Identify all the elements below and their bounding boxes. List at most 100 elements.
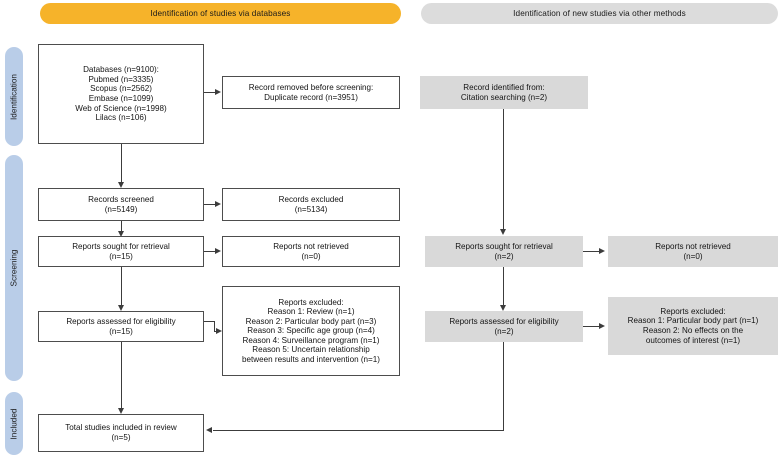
reports-not-retrieved-right-lines: Reports not retrieved (n=0) [612,242,774,261]
arrowhead-right-to-total [206,427,212,433]
phase-label-screening: Screening [9,249,19,287]
connector-sought-to-not-retrieved [204,251,216,252]
banner-identification-other-methods: Identification of new studies via other … [421,3,778,24]
records-identified-line: Record identified from: [463,82,545,92]
arrowhead-sources-to-screened [117,182,124,188]
box-reports-excluded-databases: Reports excluded: Reason 1: Review (n=1)… [222,286,400,376]
reports-assessed-right-line: Reports assessed for eligibility [449,316,559,326]
reports-not-retrieved-right-line: Reports not retrieved [655,241,731,251]
reports-excluded-right-line: Reports excluded: [660,306,726,316]
reports-excluded-line: Reports excluded: [278,297,344,307]
reports-sought-line: Reports sought for retrieval [72,241,170,251]
phase-pill-included: Included [5,392,23,455]
box-total-studies-included: Total studies included in review (n=5) [38,414,204,452]
box-records-excluded: Records excluded (n=5134) [222,188,400,221]
box-databases-sources: Databases (n=9100): Pubmed (n=3335) Scop… [38,44,204,144]
records-screened-line: (n=5149) [104,204,138,214]
arrowhead-assessed-to-excluded-right [599,323,605,329]
connector-assessed-to-excluded-h1 [204,321,215,322]
reports-excluded-line: Reason 4: Surveillance program (n=1) [242,335,380,345]
box-records-removed-before-screening: Record removed before screening: Duplica… [222,76,400,109]
banner-identification-databases: Identification of studies via databases [40,3,401,24]
connector-assessed-to-excluded-right [583,326,600,327]
reports-excluded-line: between results and intervention (n=1) [242,354,380,364]
reports-excluded-line: Reason 3: Specific age group (n=4) [247,326,375,336]
banner-databases-label: Identification of studies via databases [150,8,291,18]
removed-line: Record removed before screening: [248,82,374,92]
connector-right-to-total-h [213,430,504,431]
arrowhead-sought-to-assessed-right [499,305,506,311]
box-reports-not-retrieved-databases: Reports not retrieved (n=0) [222,236,400,267]
connector-sought-to-not-retrieved-right [583,251,600,252]
reports-sought-line: (n=15) [109,251,133,261]
connector-sought-to-assessed [121,267,122,307]
removed-line: Duplicate record (n=3951) [264,92,358,102]
reports-assessed-line: Reports assessed for eligibility [66,316,176,326]
reports-excluded-line: Reason 2: Particular body part (n=3) [245,316,377,326]
reports-sought-right-line: Reports sought for retrieval [455,241,553,251]
phase-pill-identification: Identification [5,47,23,146]
source-line: Embase (n=1099) [88,94,154,103]
reports-assessed-lines: Reports assessed for eligibility (n=15) [43,317,199,336]
reports-not-retrieved-line: (n=0) [301,251,321,261]
reports-assessed-line: (n=15) [109,326,133,336]
box-reports-excluded-other: Reports excluded: Reason 1: Particular b… [608,297,778,355]
reports-sought-right-line: (n=2) [494,251,514,261]
records-screened-lines: Records screened (n=5149) [43,195,199,214]
reports-not-retrieved-line: Reports not retrieved [273,241,349,251]
reports-excluded-right-line: outcomes of interest (n=1) [645,335,741,345]
reports-assessed-right-lines: Reports assessed for eligibility (n=2) [429,317,579,336]
arrowhead-screened-to-excluded [215,201,221,207]
reports-sought-right-lines: Reports sought for retrieval (n=2) [429,242,579,261]
source-line: Web of Science (n=1998) [75,103,167,113]
banner-other-methods-label: Identification of new studies via other … [513,8,686,18]
source-line: Databases (n=9100): [83,65,159,75]
records-removed-lines: Record removed before screening: Duplica… [227,83,395,102]
connector-assessed-to-excluded-v [214,321,215,331]
reports-excluded-right-line: Reason 2: No effects on the [642,326,744,335]
connector-sought-to-assessed-right [503,267,504,307]
arrowhead-sources-to-removed [215,89,221,95]
box-records-identified-citation: Record identified from: Citation searchi… [420,76,588,109]
source-line: Scopus (n=2562) [90,84,152,94]
reports-excluded-right-lines: Reports excluded: Reason 1: Particular b… [612,307,774,345]
connector-identified-to-sought-right [503,109,504,231]
arrowhead-sought-to-assessed [117,305,124,311]
box-reports-assessed-databases: Reports assessed for eligibility (n=15) [38,311,204,342]
reports-not-retrieved-right-line: (n=0) [683,251,703,261]
reports-not-retrieved-lines: Reports not retrieved (n=0) [227,242,395,261]
records-excluded-line: Records excluded [278,194,344,204]
arrowhead-assessed-to-excluded [216,328,222,334]
reports-sought-lines: Reports sought for retrieval (n=15) [43,242,199,261]
connector-sources-to-screened [121,144,122,184]
reports-excluded-line: Reason 5: Uncertain relationship [252,345,370,355]
phase-label-included: Included [9,408,19,439]
box-reports-sought-other: Reports sought for retrieval (n=2) [425,236,583,267]
arrowhead-assessed-to-total [117,408,124,414]
databases-sources-lines: Databases (n=9100): Pubmed (n=3335) Scop… [43,65,199,122]
arrowhead-sought-to-not-retrieved [215,248,221,254]
records-excluded-lines: Records excluded (n=5134) [227,195,395,214]
connector-assessed-to-total [121,342,122,410]
reports-excluded-line: Reason 1: Review (n=1) [267,307,355,317]
connector-right-to-total-v [503,342,504,431]
arrowhead-sought-to-not-retrieved-right [599,248,605,254]
total-studies-line: Total studies included in review [65,423,177,433]
phase-label-identification: Identification [9,73,19,120]
total-studies-line: (n=5) [111,433,131,442]
records-identified-lines: Record identified from: Citation searchi… [424,83,584,102]
connector-sources-to-removed [204,92,216,93]
source-line: Pubmed (n=3335) [88,74,154,84]
arrowhead-identified-to-sought-right [499,229,506,235]
box-reports-not-retrieved-other: Reports not retrieved (n=0) [608,236,778,267]
records-identified-line: Citation searching (n=2) [460,92,548,102]
records-screened-line: Records screened [88,194,154,204]
reports-excluded-lines: Reports excluded: Reason 1: Review (n=1)… [227,298,395,365]
total-studies-lines: Total studies included in review (n=5) [43,423,199,442]
reports-excluded-right-line: Reason 1: Particular body part (n=1) [627,316,759,326]
connector-screened-to-sought [121,221,122,233]
source-line: Lilacs (n=106) [95,113,147,123]
box-reports-sought-databases: Reports sought for retrieval (n=15) [38,236,204,267]
box-reports-assessed-other: Reports assessed for eligibility (n=2) [425,311,583,342]
